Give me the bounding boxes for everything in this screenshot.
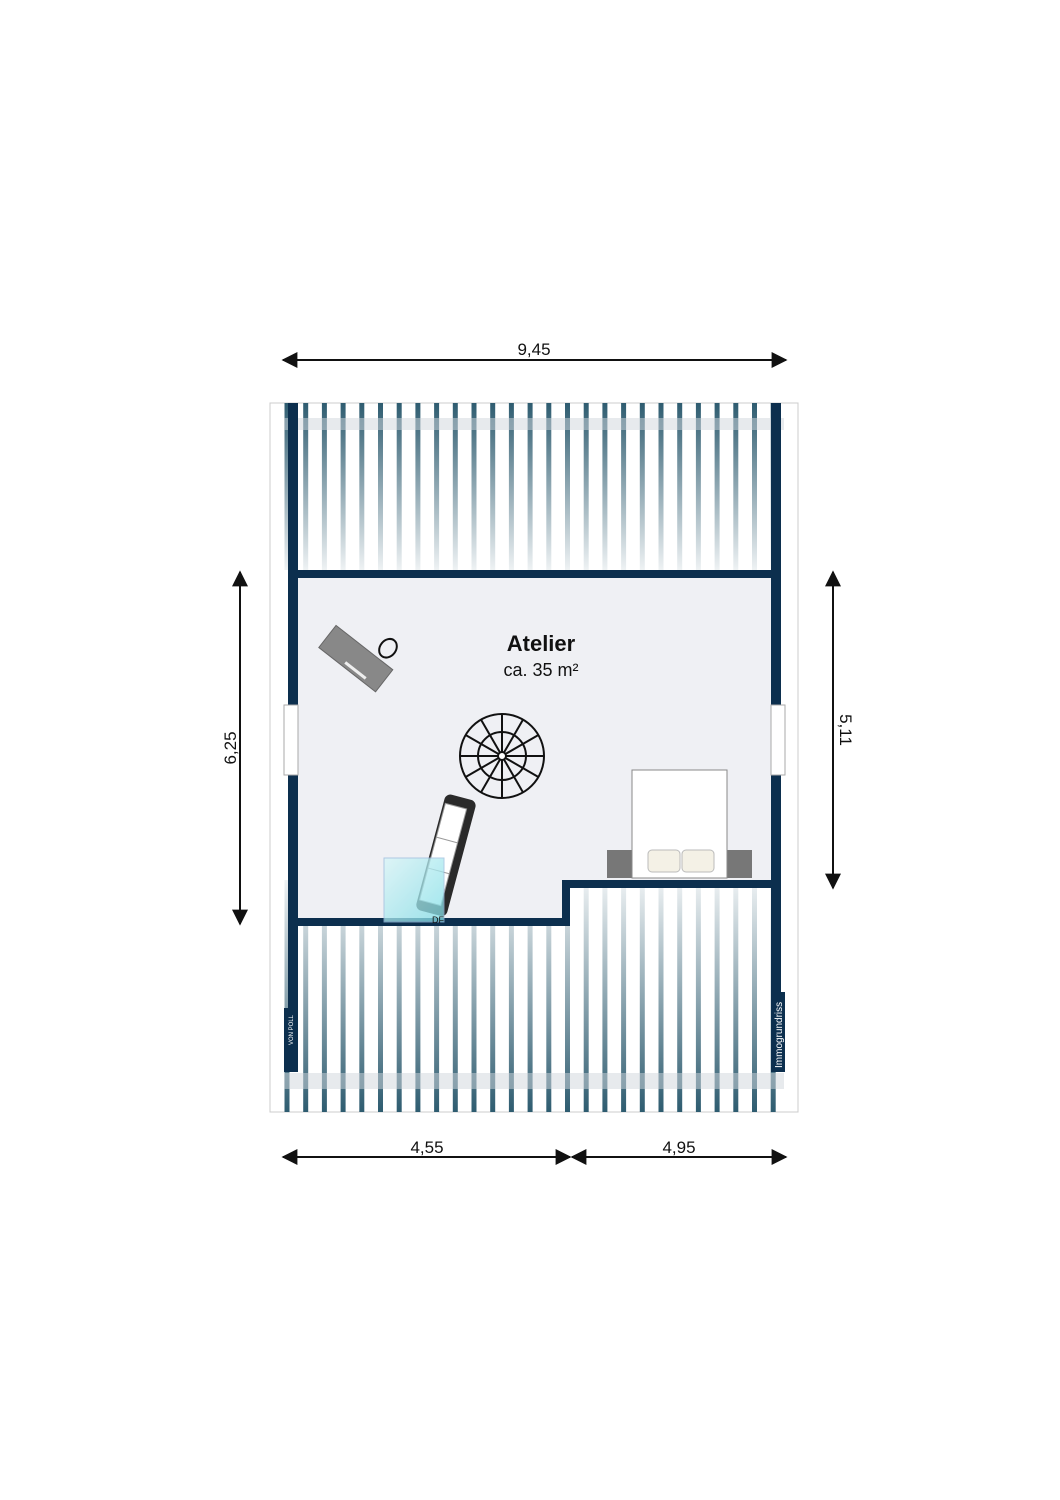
hatch-stripe: [340, 880, 346, 1112]
hatch-stripe: [639, 403, 645, 570]
stair-tread: [465, 757, 500, 778]
hatch-stripe: [359, 880, 365, 1112]
hatch-stripe: [733, 403, 739, 570]
hatch-stripe: [284, 880, 290, 1112]
hatch-stripe: [752, 403, 757, 570]
hatch-stripe: [396, 880, 402, 1112]
hatch-stripe: [490, 403, 496, 570]
hatch-stripe: [565, 403, 570, 570]
hatch-stripe: [396, 403, 402, 570]
window-left: [283, 704, 299, 776]
roof-window-label: DF: [432, 915, 444, 925]
hatch-stripe: [378, 403, 383, 570]
hatch-stripe: [546, 880, 552, 1112]
hatch-stripe: [359, 403, 365, 570]
eave-band-top: [284, 418, 784, 430]
stair-tread: [503, 719, 524, 754]
stair-tread: [504, 757, 539, 778]
hatch-stripe: [602, 880, 608, 1112]
hatch-stripe: [490, 880, 496, 1112]
hatch-stripe: [677, 403, 683, 570]
room-area: ca. 35 m²: [503, 660, 578, 680]
desk-with-chair: [318, 624, 398, 693]
spiral-staircase: [459, 713, 545, 799]
hatch-stripe: [621, 880, 627, 1112]
hatch-stripe: [527, 880, 533, 1112]
hatch-stripe: [471, 880, 477, 1112]
dimension-bottom-right: 4,95: [662, 1138, 695, 1157]
dimension-bottom-left: 4,55: [410, 1138, 443, 1157]
hatch-stripe: [658, 403, 664, 570]
hatch-stripe: [752, 880, 757, 1112]
hatch-stripe: [303, 403, 309, 570]
roof-window: [383, 857, 445, 923]
hatch-stripe: [471, 403, 477, 570]
hatch-stripe: [321, 403, 327, 570]
hatch-stripe: [434, 403, 440, 570]
stair-tread: [504, 734, 539, 755]
hatch-stripe: [714, 880, 720, 1112]
room-name: Atelier: [507, 631, 576, 656]
windows: [283, 704, 786, 776]
hatch-stripe: [321, 880, 327, 1112]
hatch-stripe: [639, 880, 645, 1112]
dimension-top: 9,45: [517, 340, 550, 359]
hatch-stripe: [695, 403, 701, 570]
stair-tread: [503, 758, 524, 793]
stair-tread: [480, 719, 501, 754]
immogrundriss-logo: [771, 992, 785, 1072]
hatch-stripe: [303, 880, 309, 1112]
hatch-stripe: [452, 403, 458, 570]
hatch-stripe: [621, 403, 627, 570]
von-poll-logo-text: VON POLL: [289, 1014, 295, 1045]
hatch-stripe: [733, 880, 739, 1112]
hatch-stripe: [378, 880, 383, 1112]
hatch-stripe: [658, 880, 664, 1112]
hatch-stripe: [415, 880, 421, 1112]
hatch-stripe: [565, 880, 570, 1112]
double-bed: [607, 769, 752, 879]
von-poll-logo: [284, 1008, 298, 1072]
window-right: [770, 704, 786, 776]
hatch-stripe: [508, 880, 514, 1112]
hatch-stripe: [677, 880, 683, 1112]
stair-tread: [480, 758, 501, 793]
hatch-stripe: [415, 403, 421, 570]
hatch-stripe: [527, 403, 533, 570]
eave-band-bottom: [284, 1073, 784, 1089]
dimension-right: 5,11: [836, 714, 855, 746]
hatch-stripe: [434, 880, 440, 1112]
hatch-stripe: [583, 880, 589, 1112]
hatch-stripe: [602, 403, 608, 570]
hatch-stripe: [452, 880, 458, 1112]
hatch-stripe: [340, 403, 346, 570]
hatch-stripe: [714, 403, 720, 570]
hatch-stripe: [508, 403, 514, 570]
hatch-stripe: [583, 403, 589, 570]
hatch-stripe: [546, 403, 552, 570]
dimension-lines: [232, 352, 841, 1165]
hatch-stripe: [695, 880, 701, 1112]
stair-tread: [465, 734, 500, 755]
hatch-stripe: [284, 403, 290, 570]
dimension-left: 6,25: [221, 731, 240, 764]
immogrundriss-logo-text: Immogrundriss: [774, 1002, 785, 1068]
